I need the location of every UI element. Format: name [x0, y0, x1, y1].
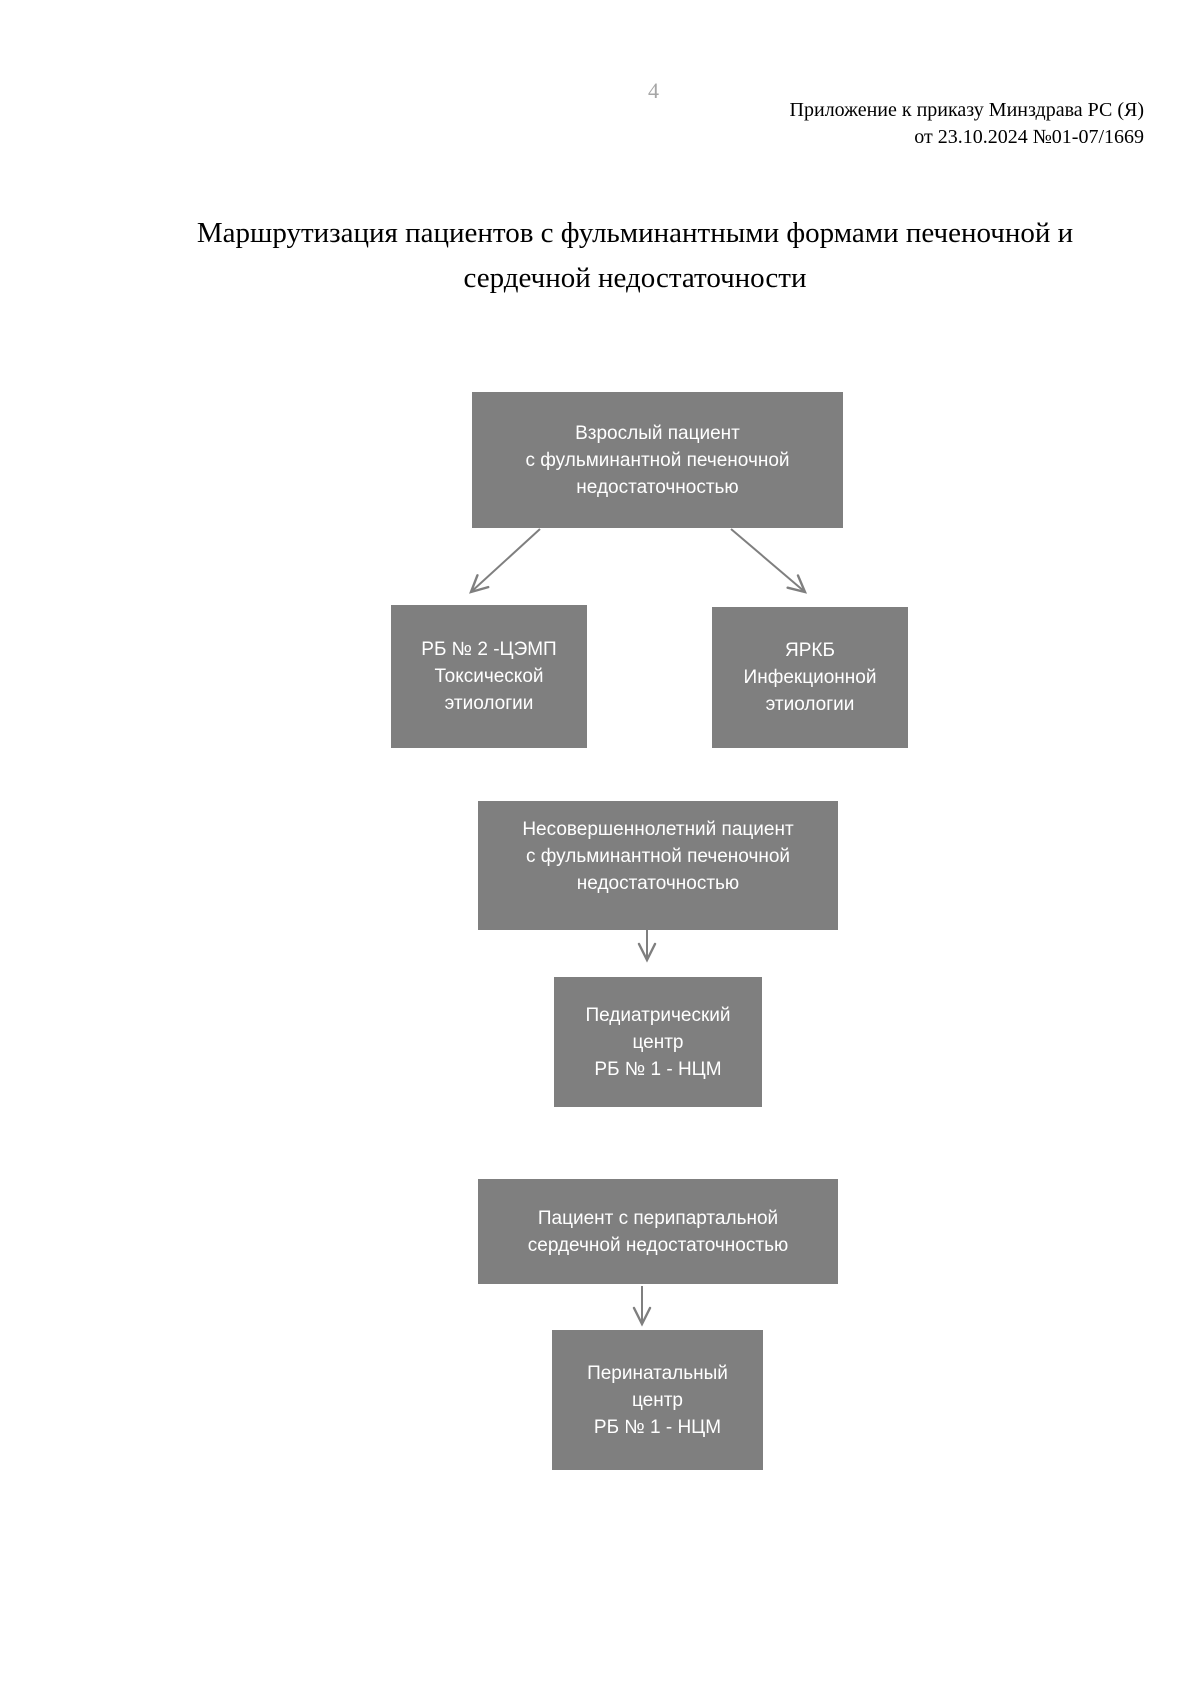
flow-node-minor-patient: Несовершеннолетний пациент с фульминантн…: [478, 801, 838, 930]
node-line: недостаточностью: [576, 476, 739, 498]
node-line: ЯРКБ: [785, 640, 835, 661]
page-title-line1: Маршрутизация пациентов с фульминантными…: [196, 217, 1074, 249]
order-reference: Приложение к приказу Минздрава РС (Я) от…: [790, 97, 1144, 151]
node-line: недостаточностью: [576, 873, 740, 894]
node-line: Инфекционной: [743, 667, 877, 688]
node-line: сердечной недостаточностью: [527, 1234, 789, 1256]
node-line: Пациент с перипартальной: [537, 1207, 779, 1229]
flow-node-perinatal-center: Перинатальный центр РБ № 1 - НЦМ: [552, 1330, 763, 1470]
flow-node-peripartum-patient: Пациент с перипартальной сердечной недос…: [478, 1179, 838, 1284]
flow-node-pediatric-center: Педиатрический центр РБ № 1 - НЦМ: [554, 977, 762, 1107]
node-line: РБ № 1 - НЦМ: [593, 1416, 722, 1438]
order-reference-line2: от 23.10.2024 №01-07/1669: [914, 126, 1144, 148]
node-line: с фульминантной печеночной: [525, 846, 791, 867]
arrow-adult-to-yarkb: [730, 528, 808, 594]
node-line: РБ № 1 - НЦМ: [594, 1058, 722, 1080]
page-title: Маршрутизация пациентов с фульминантными…: [145, 211, 1125, 301]
arrow-adult-to-rb2: [469, 528, 541, 594]
node-line: Токсической: [434, 666, 544, 687]
node-line: Несовершеннолетний пациент: [522, 819, 794, 840]
node-line: Педиатрический: [585, 1004, 731, 1026]
node-line: центр: [632, 1031, 684, 1053]
node-line: этиологии: [765, 694, 855, 715]
node-line: центр: [632, 1389, 683, 1411]
node-line: этиологии: [444, 693, 534, 714]
node-line: с фульминантной печеночной: [525, 449, 790, 471]
flow-node-yarkb: ЯРКБ Инфекционной этиологии: [712, 607, 908, 748]
page-number: 4: [648, 78, 659, 103]
node-line: Взрослый пациент: [575, 422, 740, 444]
flow-node-rb2-cemp: РБ № 2 -ЦЭМП Токсической этиологии: [391, 605, 587, 748]
order-reference-line1: Приложение к приказу Минздрава РС (Я): [789, 99, 1144, 121]
node-line: Перинатальный: [587, 1362, 728, 1384]
page-title-line2: сердечной недостаточности: [463, 262, 807, 294]
flow-node-adult-patient: Взрослый пациент с фульминантной печеноч…: [472, 392, 843, 528]
node-line: РБ № 2 -ЦЭМП: [421, 639, 557, 660]
